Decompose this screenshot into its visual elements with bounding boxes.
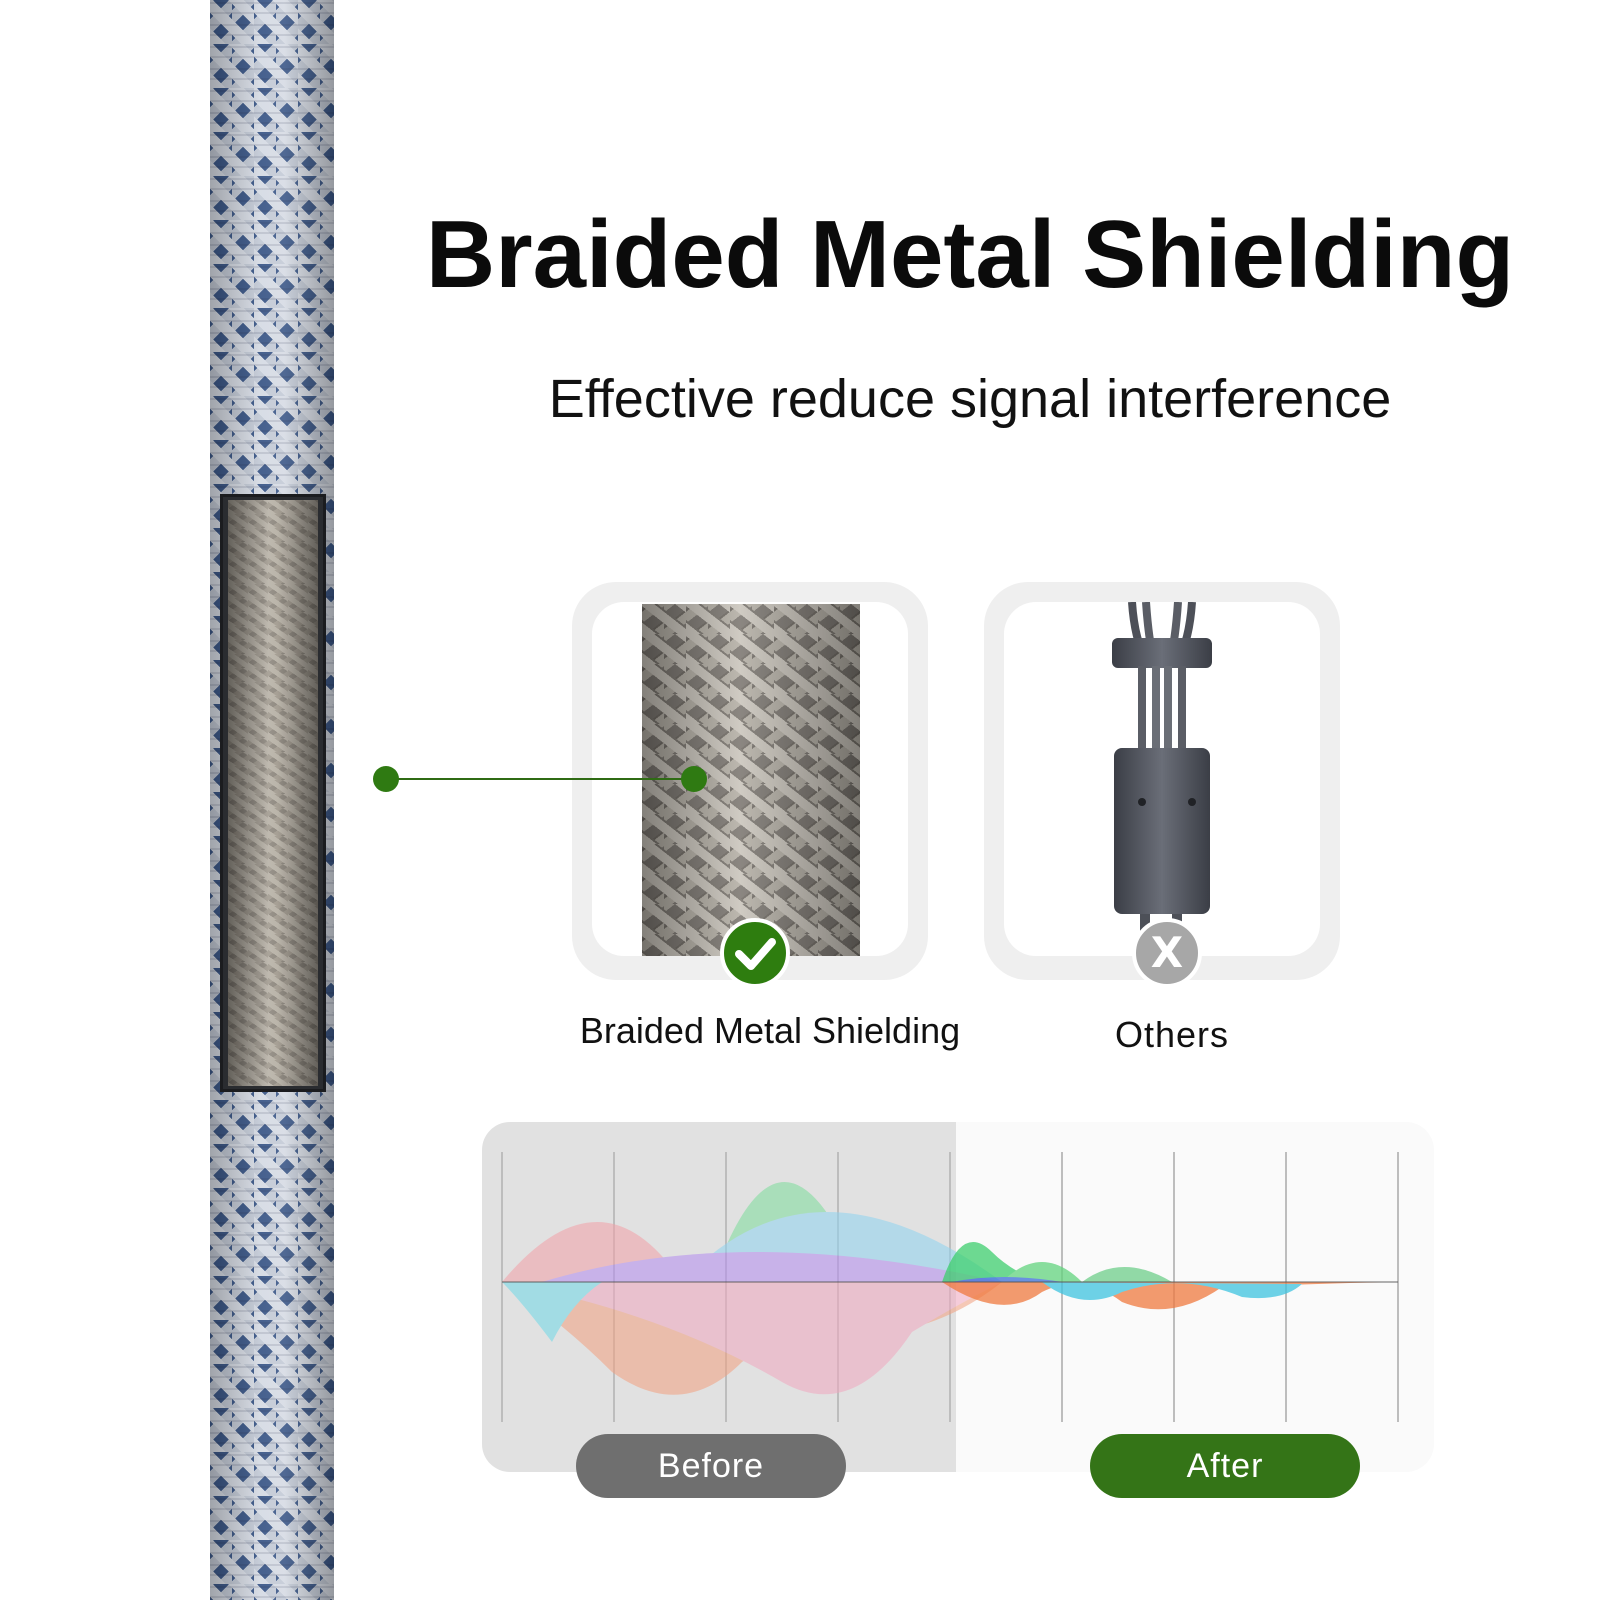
after-label: After [1090, 1434, 1360, 1498]
before-label: Before [576, 1434, 846, 1498]
pointer-line [386, 778, 694, 780]
page-title: Braided Metal Shielding [425, 201, 1515, 308]
checkmark-icon [720, 918, 790, 988]
others-card [984, 582, 1340, 980]
braided-shielding-label: Braided Metal Shielding [579, 1010, 961, 1051]
page-subtitle: Effective reduce signal interference [548, 369, 1392, 429]
others-label: Others [1114, 1014, 1230, 1055]
pointer-dot-right [681, 766, 707, 792]
waveform-graphic [501, 1152, 1399, 1422]
checkmark-glyph [735, 938, 776, 970]
pointer-dot-left [373, 766, 399, 792]
metal-braid-sample-image [642, 604, 860, 956]
x-icon: X [1132, 918, 1202, 988]
others-card-inner [1004, 602, 1320, 956]
signal-waveform-panel [482, 1122, 1434, 1472]
inner-metal-braid [228, 500, 318, 1086]
unshielded-cable-icon [1112, 602, 1212, 944]
